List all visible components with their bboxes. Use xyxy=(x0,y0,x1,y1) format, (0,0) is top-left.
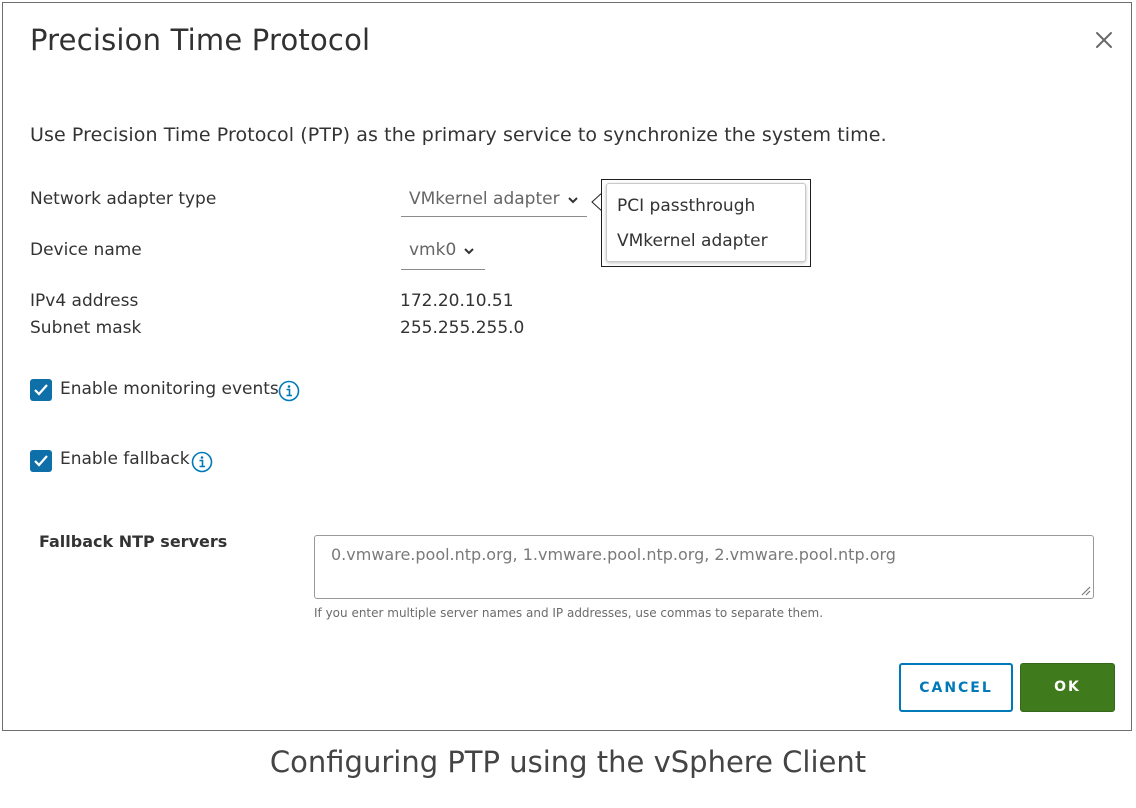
dialog-description: Use Precision Time Protocol (PTP) as the… xyxy=(30,124,887,146)
ptp-dialog: Precision Time Protocol Use Precision Ti… xyxy=(2,2,1132,731)
option-vmkernel-adapter[interactable]: VMkernel adapter xyxy=(617,231,768,251)
network-adapter-type-value: VMkernel adapter xyxy=(409,189,560,209)
dialog-title: Precision Time Protocol xyxy=(30,23,371,57)
chevron-down-icon xyxy=(464,248,474,255)
enable-monitoring-label: Enable monitoring events xyxy=(60,379,279,399)
enable-fallback-label: Enable fallback xyxy=(60,449,190,469)
ipv4-address-label: IPv4 address xyxy=(30,291,139,311)
figure-caption: Configuring PTP using the vSphere Client xyxy=(269,745,867,779)
subnet-mask-label: Subnet mask xyxy=(30,318,142,338)
device-name-select[interactable]: vmk0 xyxy=(401,240,485,270)
ipv4-address-value: 172.20.10.51 xyxy=(400,291,514,311)
dropdown-menu: PCI passthrough VMkernel adapter xyxy=(606,183,806,262)
fallback-ntp-label: Fallback NTP servers xyxy=(39,532,228,551)
network-adapter-type-label: Network adapter type xyxy=(30,189,217,209)
fallback-ntp-textarea[interactable]: 0.vmware.pool.ntp.org, 1.vmware.pool.ntp… xyxy=(314,535,1094,599)
subnet-mask-value: 255.255.255.0 xyxy=(400,318,525,338)
device-name-value: vmk0 xyxy=(409,240,457,260)
enable-monitoring-checkbox[interactable] xyxy=(30,379,52,401)
enable-fallback-checkbox[interactable] xyxy=(30,450,52,472)
fallback-ntp-value: 0.vmware.pool.ntp.org, 1.vmware.pool.ntp… xyxy=(331,545,896,564)
checkmark-icon xyxy=(34,384,48,396)
network-adapter-dropdown: PCI passthrough VMkernel adapter xyxy=(601,179,811,267)
info-icon[interactable] xyxy=(278,380,300,402)
network-adapter-type-select[interactable]: VMkernel adapter xyxy=(401,189,587,217)
device-name-label: Device name xyxy=(30,240,142,260)
resize-grip-icon[interactable] xyxy=(1079,584,1091,596)
cancel-button[interactable]: CANCEL xyxy=(899,663,1013,712)
option-pci-passthrough[interactable]: PCI passthrough xyxy=(617,196,756,216)
ok-button[interactable]: OK xyxy=(1020,663,1115,712)
checkmark-icon xyxy=(34,455,48,467)
info-icon[interactable] xyxy=(191,451,213,473)
close-icon[interactable] xyxy=(1091,27,1117,53)
fallback-ntp-hint: If you enter multiple server names and I… xyxy=(314,606,824,620)
popup-pointer xyxy=(591,191,603,213)
chevron-down-icon xyxy=(568,197,578,204)
